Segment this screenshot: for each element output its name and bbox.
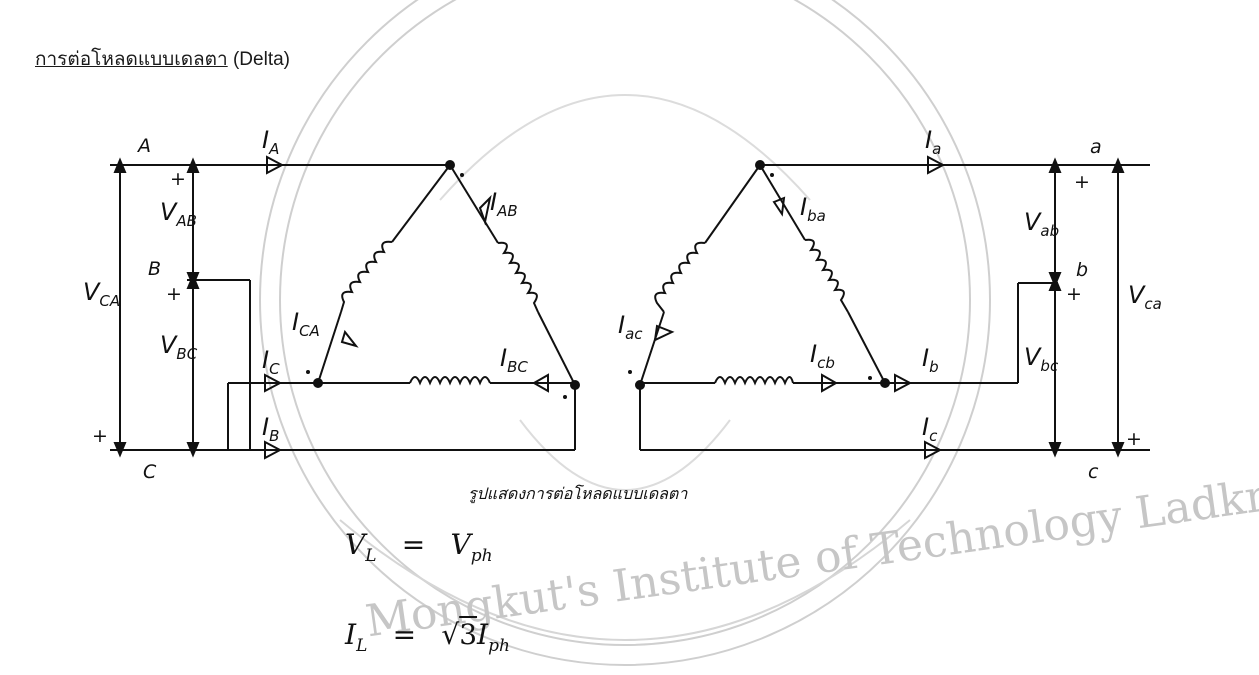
figure-caption: รูปแสดงการต่อโหลดแบบเดลตา — [468, 484, 688, 503]
equation-voltage: VL=Vph — [345, 528, 493, 566]
polarity-plus: + — [170, 168, 186, 190]
polarity-plus: + — [1126, 428, 1142, 450]
current-Iba: Iba — [800, 193, 826, 225]
left-coils — [340, 240, 539, 386]
voltage-VCA: VCA — [83, 278, 120, 310]
current-IAB: IAB — [490, 188, 518, 220]
heading-thai: การต่อโหลดแบบเดลตา — [35, 49, 228, 70]
section-heading: การต่อโหลดแบบเดลตา (Delta) — [35, 44, 290, 74]
polarity-plus: + — [1074, 171, 1090, 193]
left-current-arrows — [113, 155, 549, 460]
equation-current: IL=√3Iph — [345, 618, 510, 656]
line-label-B: B — [148, 258, 161, 280]
left-nodes — [306, 160, 580, 399]
current-Ib: Ib — [922, 344, 939, 376]
current-IA: IA — [262, 126, 279, 158]
right-delta-wiring — [639, 164, 1150, 451]
polarity-plus: + — [1066, 283, 1082, 305]
right-coils — [654, 238, 849, 386]
polarity-plus: + — [92, 425, 108, 447]
right-current-arrows — [653, 155, 1125, 460]
voltage-Vca: Vca — [1128, 281, 1162, 313]
left-delta-wiring — [110, 164, 576, 451]
current-ICA: ICA — [292, 308, 320, 340]
voltage-Vab: Vab — [1024, 208, 1059, 240]
left-labels: A B C IA IC IB IAB ICA IBC VAB VBC VCA +… — [83, 126, 528, 483]
current-Ic: Ic — [922, 413, 938, 445]
voltage-Vbc: Vbc — [1024, 343, 1059, 375]
right-labels: a b c Ia Ib Ic Iba Iac Icb Vab Vbc Vca +… — [618, 126, 1162, 483]
line-label-b: b — [1076, 259, 1088, 281]
line-label-A: A — [136, 135, 151, 157]
heading-english: (Delta) — [232, 49, 290, 70]
voltage-VAB: VAB — [160, 198, 197, 230]
current-Icb: Icb — [810, 340, 835, 372]
current-Iac: Iac — [618, 311, 643, 343]
line-label-c: c — [1088, 461, 1099, 483]
right-nodes — [628, 160, 890, 390]
line-label-a: a — [1090, 136, 1102, 158]
current-IC: IC — [262, 346, 280, 378]
voltage-VBC: VBC — [160, 331, 198, 363]
current-IB: IB — [262, 413, 279, 445]
line-label-C: C — [143, 461, 157, 483]
current-IBC: IBC — [500, 344, 528, 376]
polarity-plus: + — [166, 283, 182, 305]
watermark-seal — [259, 0, 991, 666]
current-Ia: Ia — [925, 126, 941, 158]
